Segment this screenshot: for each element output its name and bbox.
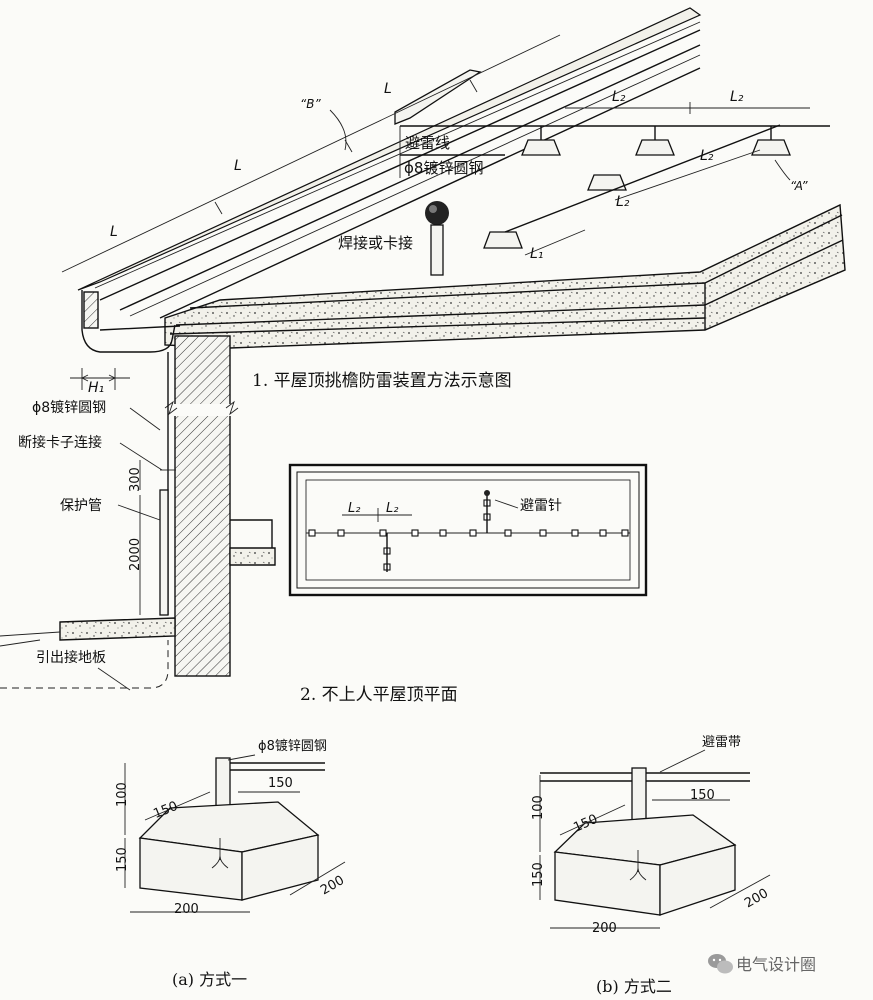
support-a-diagram: ϕ8镀锌圆钢 100 150 150 150 200 200 (a) 方式一 [115,738,347,989]
eave-gutter [81,290,176,353]
gutter-section [83,291,99,329]
support-a-dim-150-h: 150 [115,847,130,872]
l2-label-d: L₂ [616,194,630,210]
h1-label: H₁ [88,380,104,396]
diagram2-caption: 2. 不上人平屋顶平面 [300,685,458,705]
air-terminal-label: 避雷针 [520,498,562,514]
plan-l2-left: L₂ [348,501,360,516]
roof-section-diagram: H₁ L L L “B” 避雷线 ϕ8镀锌圆钢 L₂ L₂ L₂ [0,7,846,691]
support-b-strip-label: 避雷带 [702,735,741,750]
protect-pipe-label: 保护管 [60,498,102,514]
dim-2000: 2000 [128,538,143,571]
l2-label-a: L₂ [612,89,626,105]
dim-300: 300 [128,467,143,492]
support-b-dim-200-b: 200 [592,921,617,936]
b-marker: “B” [300,97,321,111]
lightning-wire-label: 避雷线 [405,134,450,152]
air-terminal-ball [425,201,449,225]
ground-plate-label: 引出接地板 [36,649,106,666]
plan-l2-right: L₂ [386,501,398,516]
watermark-text: 电气设计圈 [736,955,816,974]
support-a-dim-100: 100 [115,782,130,807]
wechat-icon [708,954,733,974]
l2-label-c: L₂ [700,148,714,164]
support-a-dim-200-b: 200 [174,902,199,917]
support-b-dim-200-d: 200 [742,886,771,911]
a-marker: “A” [790,179,808,193]
roof-slab [164,203,846,349]
support-a-dim-150-r: 150 [268,776,293,791]
l-label-mid: L [234,158,242,174]
galv-steel-label: ϕ8镀锌圆钢 [404,159,483,177]
weld-label: 焊接或卡接 [338,234,413,252]
l2-label-b: L₂ [730,89,744,105]
l-label-top: L [384,81,392,97]
diagram1-caption: 1. 平屋顶挑檐防雷装置方法示意图 [252,371,512,391]
wall-section [174,335,231,677]
l-label-low: L [110,224,118,240]
support-a-caption: (a) 方式一 [172,970,247,989]
watermark: 电气设计圈 [708,954,816,974]
l1-label: L₁ [530,246,543,262]
down-conductor-label: ϕ8镀锌圆钢 [32,399,106,416]
ground-slab [59,617,176,641]
support-a-dim-200-d: 200 [318,873,347,898]
ground-plate-line [0,640,169,689]
support-b-diagram: 避雷带 100 150 150 150 200 200 (b) 方式二 [531,735,771,996]
support-b-dim-150-r: 150 [690,788,715,803]
test-clamp-label: 断接卡子连接 [18,434,102,451]
parapet-top-face [77,7,702,291]
support-b-caption: (b) 方式二 [596,977,672,996]
support-a-steel-label: ϕ8镀锌圆钢 [258,738,327,754]
wire-supports [483,124,791,249]
protect-pipe [159,489,169,616]
floor-slab [229,547,276,566]
roof-plan-diagram: L₂ L₂ 避雷针 2. 不上人平屋顶平面 [288,463,648,705]
support-b-dim-150-h: 150 [531,862,546,887]
support-b-dim-100: 100 [531,795,546,820]
